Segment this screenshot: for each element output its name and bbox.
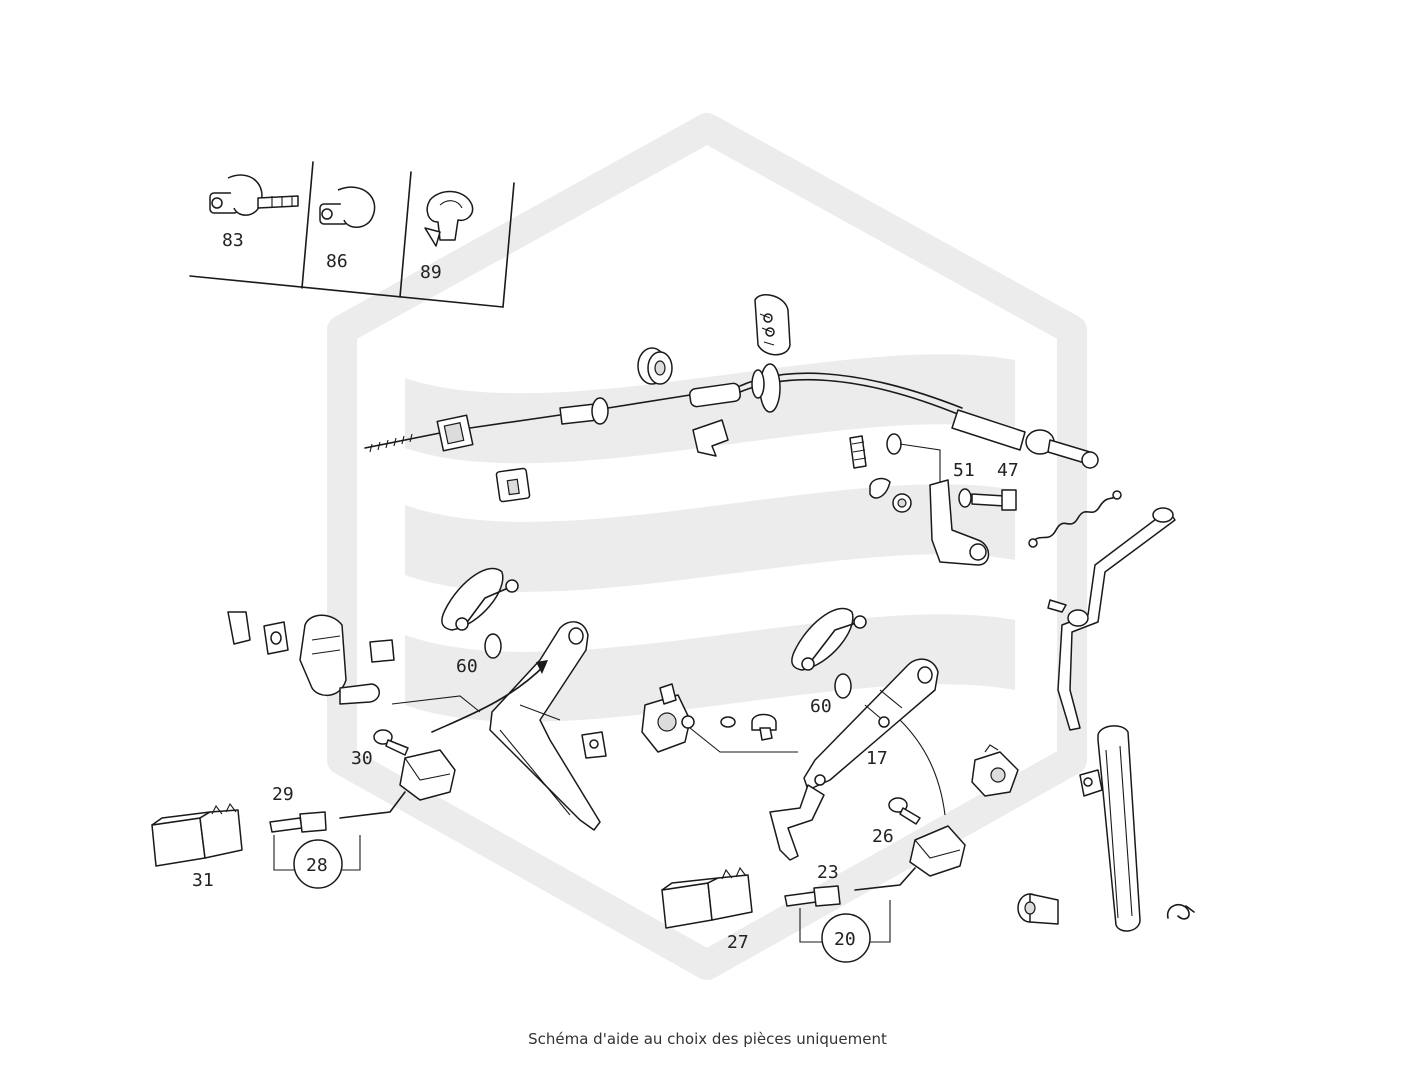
- spring-clip-icon[interactable]: [1166, 903, 1195, 920]
- bushing-icon[interactable]: [1017, 893, 1059, 925]
- callout-30[interactable]: 30: [351, 748, 373, 769]
- pointer-arrowhead: [536, 660, 548, 674]
- pedal-right-lever-icon[interactable]: [769, 658, 939, 861]
- cable-bracket-top-icon[interactable]: [754, 294, 791, 356]
- sensor-left-icon[interactable]: [339, 749, 456, 819]
- callout-28-circle: [293, 839, 343, 889]
- callout-27[interactable]: 27: [727, 932, 749, 953]
- return-spring-icon[interactable]: [1028, 490, 1122, 548]
- pointer-arrow: [431, 664, 546, 733]
- callout-28[interactable]: 28: [306, 855, 328, 876]
- accelerator-pedal-icon[interactable]: [1079, 725, 1141, 932]
- callout-89[interactable]: 89: [420, 262, 442, 283]
- clip-89-icon[interactable]: [424, 190, 474, 247]
- relay-31-icon[interactable]: [151, 802, 243, 867]
- callout-60-left[interactable]: 60: [456, 656, 478, 677]
- cable-clip-small-icon[interactable]: [692, 419, 729, 457]
- screw-30-icon[interactable]: [373, 729, 409, 756]
- pedal-left-pivot-plate-icon[interactable]: [441, 567, 519, 659]
- shift-cable-assembly[interactable]: [364, 363, 1099, 469]
- callout-60-right[interactable]: 60: [810, 696, 832, 717]
- screw-26-icon[interactable]: [888, 797, 921, 825]
- washer-bolt-icon[interactable]: [720, 713, 777, 741]
- clip-inset-table: [189, 161, 515, 308]
- sensor-right-icon[interactable]: [854, 825, 966, 891]
- cable-holder-icon[interactable]: [495, 467, 531, 503]
- plug-29-icon[interactable]: [269, 811, 327, 833]
- callout-26[interactable]: 26: [872, 826, 894, 847]
- pivot-bracket-left-icon[interactable]: [227, 611, 481, 713]
- callout-23[interactable]: 23: [817, 862, 839, 883]
- leader-line-17: [899, 719, 946, 816]
- callout-86[interactable]: 86: [326, 251, 348, 272]
- clip-83-icon[interactable]: [209, 174, 299, 216]
- callout-20-circle: [821, 913, 871, 963]
- pedal-right-pivot-plate-icon[interactable]: [791, 607, 867, 699]
- grommet-icon[interactable]: [637, 347, 673, 385]
- callout-20[interactable]: 20: [834, 929, 856, 950]
- shift-rod-icon[interactable]: [1047, 507, 1176, 731]
- relay-27-icon[interactable]: [661, 866, 753, 929]
- callout-83[interactable]: 83: [222, 230, 244, 251]
- connector-block-icon[interactable]: [971, 744, 1019, 797]
- callout-51[interactable]: 51: [953, 460, 975, 481]
- clip-86-icon[interactable]: [319, 186, 376, 228]
- plug-23-icon[interactable]: [784, 885, 841, 907]
- callout-47[interactable]: 47: [997, 460, 1019, 481]
- callout-29[interactable]: 29: [272, 784, 294, 805]
- callout-31[interactable]: 31: [192, 870, 214, 891]
- bracket-51-assembly[interactable]: [849, 433, 1017, 566]
- diagram-caption: Schéma d'aide au choix des pièces unique…: [528, 1030, 887, 1048]
- potentiometer-icon[interactable]: [641, 683, 798, 753]
- pedal-left-lever-icon[interactable]: [489, 621, 607, 831]
- callout-17[interactable]: 17: [866, 748, 888, 769]
- watermark-logo: [327, 113, 1087, 980]
